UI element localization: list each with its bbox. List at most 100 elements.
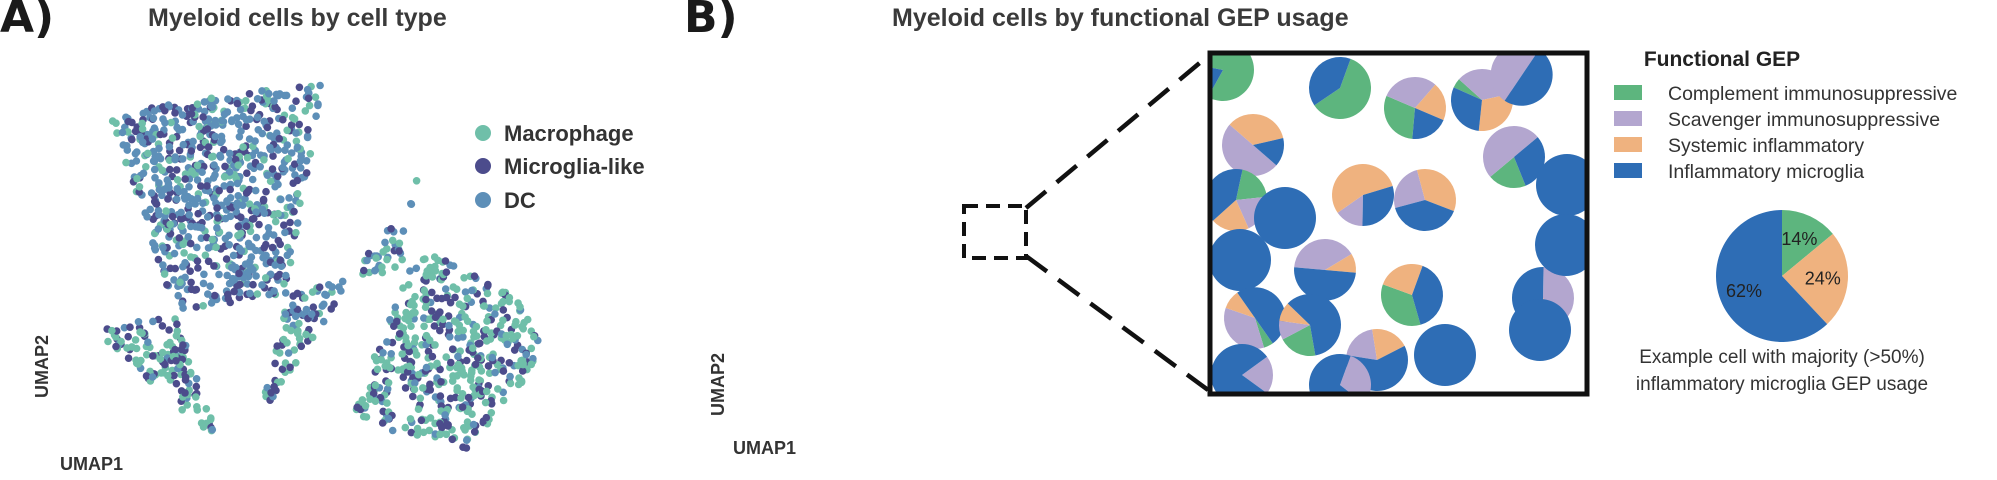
inset-cell-pie-slice [1478, 93, 1513, 131]
cell-point [258, 87, 266, 95]
cell-point [391, 263, 399, 271]
inset-cell-pie-slice [1450, 87, 1482, 131]
cell-point [217, 132, 226, 141]
cell-point [288, 104, 297, 112]
cell-point [144, 338, 152, 347]
cell-point [276, 256, 285, 265]
cell-point [198, 168, 206, 176]
cell-point [422, 331, 431, 340]
cell-point [155, 210, 163, 219]
cell-point [378, 263, 386, 271]
cell-point [373, 365, 382, 374]
cell-point [290, 115, 299, 123]
cell-point [419, 384, 427, 392]
inset-cell-pie-slice [1337, 195, 1363, 226]
cell-point [120, 323, 129, 332]
cell-point [476, 339, 484, 348]
cell-point [149, 157, 158, 165]
panel-b-ylabel: UMAP2 [708, 353, 728, 416]
cell-point [185, 183, 193, 191]
cell-point [417, 416, 426, 425]
cell-point [468, 344, 477, 353]
cell-point [148, 373, 157, 381]
cell-point [462, 444, 471, 452]
cell-point [150, 165, 159, 174]
cell-point [388, 426, 397, 435]
zoom-line-top [1024, 54, 1210, 210]
inset-cell-pie-slice [1504, 55, 1553, 106]
cell-point [290, 346, 299, 354]
cell-point [250, 214, 258, 223]
inset-cell-pie-slice [1412, 265, 1443, 325]
cell-point [360, 266, 368, 275]
cell-point [108, 117, 117, 125]
cell-point [220, 182, 228, 190]
cell-point [193, 100, 202, 108]
cell-point [150, 107, 159, 115]
cell-point [171, 109, 179, 117]
cell-point [427, 307, 436, 315]
cell-point [452, 318, 460, 326]
cell-point [401, 333, 410, 342]
cell-point [279, 163, 287, 172]
cell-point [422, 272, 431, 280]
cell-point [369, 389, 378, 398]
cell-point [412, 177, 421, 185]
panel-a-scatter [103, 81, 542, 452]
cell-point [278, 365, 287, 374]
cell-point [254, 126, 263, 134]
cell-point [266, 143, 274, 152]
cell-point [449, 372, 457, 380]
cell-point [167, 118, 175, 127]
cell-point [192, 393, 200, 401]
cell-point [295, 319, 303, 328]
cell-point [361, 402, 370, 410]
cell-point [302, 305, 311, 314]
cell-point [156, 355, 165, 363]
cell-point [437, 378, 445, 386]
inset-cell-pie-slice [1279, 303, 1310, 325]
cell-point [271, 182, 279, 191]
cell-point [296, 164, 305, 172]
cell-point [203, 213, 212, 221]
cell-point [253, 95, 262, 103]
inset-cell-pie-slice [1362, 185, 1395, 227]
cell-point [165, 143, 174, 151]
cell-point [203, 182, 211, 190]
cell-point [165, 156, 174, 164]
cell-point [420, 322, 428, 331]
cell-point [263, 171, 272, 179]
zoom-inset-frame [1207, 50, 1590, 397]
cell-point [270, 287, 278, 295]
cell-point [174, 291, 182, 300]
cell-point [226, 185, 234, 194]
cell-point [483, 289, 492, 298]
cell-point [210, 161, 218, 169]
cell-point [506, 379, 515, 388]
cell-point [482, 387, 491, 396]
cell-point [436, 326, 444, 335]
cell-point [327, 305, 336, 313]
legend-a-swatch-microglia [475, 158, 491, 174]
cell-point [451, 293, 459, 302]
cell-point [405, 347, 414, 356]
cell-point [470, 272, 479, 281]
cell-point [302, 169, 311, 177]
example-caption-line1: Example cell with majority (>50%) [1639, 347, 1925, 368]
cell-point [247, 253, 256, 261]
cell-point [188, 167, 196, 175]
cell-point [214, 214, 222, 222]
cell-point [498, 288, 507, 297]
cell-point [449, 262, 458, 270]
cell-point [391, 303, 400, 312]
cell-point [275, 270, 284, 279]
cell-point [314, 101, 322, 110]
inset-cell-pie-slice [1543, 267, 1575, 324]
cell-point [122, 158, 130, 167]
cell-point [511, 321, 519, 329]
cell-point [401, 384, 410, 392]
inset-cell-pie-slice [1287, 293, 1342, 356]
cell-point [309, 303, 318, 312]
cell-point [221, 162, 229, 171]
cell-point [179, 341, 187, 349]
